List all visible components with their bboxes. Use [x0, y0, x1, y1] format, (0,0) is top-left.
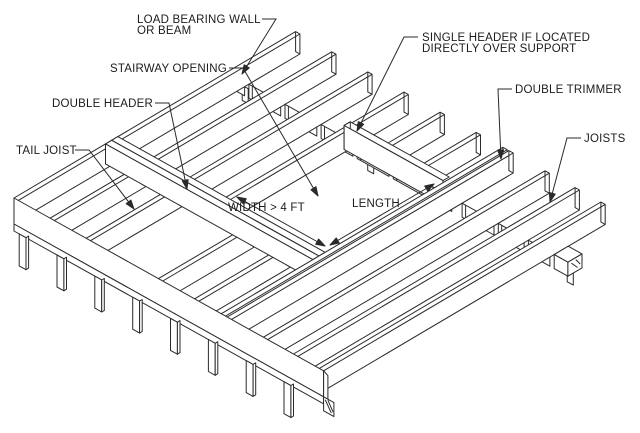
width-dimension-arrow-head [236, 196, 247, 205]
length-dimension-arrow-head [329, 237, 340, 246]
label-stairway-opening: STAIRWAY OPENING [110, 63, 227, 75]
board-top-inner-edge [323, 203, 606, 372]
support-post-front [283, 381, 292, 419]
annotation-texts: LOAD BEARING WALL OR BEAM STAIRWAY OPENI… [16, 14, 626, 214]
support-post-front [207, 339, 216, 376]
leader-double-header [155, 102, 188, 190]
double-header-top [105, 139, 320, 261]
label-double-header: DOUBLE HEADER [52, 98, 153, 110]
board-top-inner-edge [18, 33, 301, 201]
length-dimension-arrow-head [424, 183, 435, 192]
label-tail-joist: TAIL JOIST [16, 145, 77, 157]
support-post-front [170, 317, 178, 355]
leader-double-trimmer-arrowhead [497, 149, 505, 160]
support-post-front [56, 254, 65, 292]
leader-single-header [356, 36, 418, 132]
leader-load-bearing [241, 18, 277, 75]
leader-single-header-arrowhead [356, 121, 365, 132]
leader-tail-joist [75, 149, 135, 210]
support-post-side [63, 256, 67, 292]
board-end-edge [439, 112, 445, 136]
length-dimension-arrow [329, 183, 435, 246]
board-top-inner-edge [158, 53, 337, 160]
ledger-hatch [327, 399, 334, 413]
board-top-inner-edge [297, 189, 580, 357]
board-end-edge [600, 202, 606, 225]
beam-end-hatch [575, 259, 581, 265]
board-top-inner-edge [225, 149, 508, 317]
board-end-edge [367, 71, 373, 95]
width-dimension-arrow-head [315, 238, 326, 247]
board-top-inner-edge [194, 73, 373, 180]
board-end-edge [295, 31, 301, 55]
support-post-side [252, 362, 257, 397]
support-post-side [139, 299, 143, 334]
label-length: LENGTH [352, 198, 400, 210]
beam-end-hatch [571, 262, 578, 268]
beam-end-face [567, 253, 583, 277]
annotation-arrows [75, 18, 581, 247]
board-top-inner-edge [267, 172, 550, 341]
label-single-header-1: SINGLE HEADER IF LOCATED [422, 32, 590, 44]
leader-joists-arrowhead [548, 192, 556, 203]
support-post-front [132, 296, 141, 334]
label-load-bearing-2: OR BEAM [137, 25, 191, 37]
board-top-inner-edge [390, 114, 445, 147]
support-post-side [176, 320, 181, 355]
board-end-edge [475, 132, 481, 156]
support-post-front [94, 275, 103, 313]
framing-structure [13, 31, 606, 419]
board-end-edge [403, 92, 409, 115]
support-post-side [25, 235, 30, 271]
support-post-side [290, 383, 294, 419]
support-post-front [18, 233, 27, 271]
board-top-inner-edge [231, 152, 514, 320]
board-end-edge [544, 170, 550, 194]
support-post-front [245, 360, 254, 397]
leader-joists [549, 137, 581, 203]
label-single-header-2: DIRECTLY OVER SUPPORT [422, 43, 576, 55]
leader-stairway [229, 67, 319, 197]
label-width: WIDTH > 4 FT [228, 202, 305, 214]
leader-tail-joist-arrowhead [125, 199, 135, 210]
support-post-side [101, 277, 105, 313]
leader-load-bearing-arrowhead [241, 64, 250, 75]
board-top-inner-edge [230, 94, 409, 200]
label-load-bearing-1: LOAD BEARING WALL [137, 14, 261, 26]
double-header-top [111, 136, 326, 257]
leader-double-header-arrowhead [181, 179, 189, 190]
support-post-side [214, 341, 219, 376]
board-end-edge [574, 187, 580, 211]
board-end-edge [331, 51, 337, 75]
label-double-trimmer: DOUBLE TRIMMER [515, 84, 622, 96]
board-top-inner-edge [426, 134, 481, 167]
width-dimension-arrow [236, 196, 326, 247]
board-end-edge [508, 150, 514, 174]
ledger-hatch [324, 399, 332, 414]
label-joists: JOISTS [584, 133, 626, 145]
leader-double-trimmer [497, 88, 512, 160]
leader-stairway-arrowhead [310, 186, 319, 197]
